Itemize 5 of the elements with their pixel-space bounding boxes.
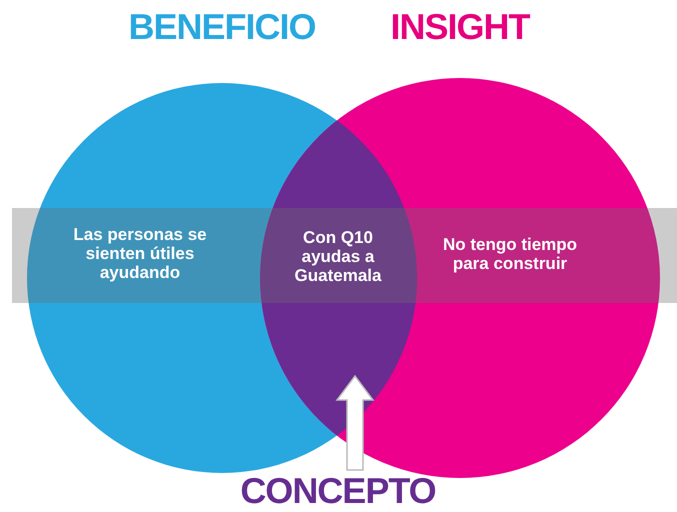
overlap-text: Con Q10 ayudas a Guatemala [294,228,382,285]
circle-text: No tengo tiempo para construir [442,235,578,273]
arrow [336,374,374,471]
circle-text: Las personas se sienten útiles ayudando [72,225,208,282]
concept-heading: CONCEPTO [239,470,437,512]
